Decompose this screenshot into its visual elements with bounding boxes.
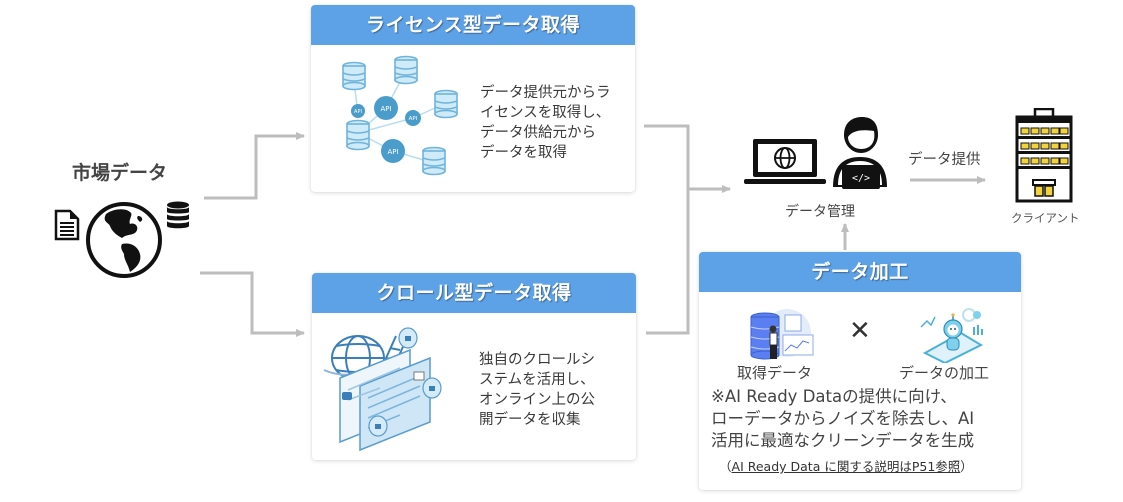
- api-network-illustration: API API API API: [342, 55, 458, 176]
- code-glyph: </>: [852, 173, 870, 184]
- api-label: API: [387, 148, 398, 156]
- note-line: 活用に最適なクリーンデータを生成: [711, 431, 975, 450]
- description-line: データ供給元から: [480, 125, 596, 141]
- reference-note: （AI Ready Data に関する説明はP51参照）: [719, 456, 973, 475]
- ai-ready-data-reference-link[interactable]: AI Ready Data に関する説明はP51参照: [731, 459, 961, 474]
- processing-note: ※AI Ready Dataの提供に向け、 ローデータからノイズを除去し、AI …: [711, 386, 974, 452]
- database-icon: [167, 201, 189, 229]
- source-title: 市場データ: [72, 162, 168, 184]
- reference-paren-close: ）: [960, 459, 973, 474]
- reference-paren-open: （: [719, 459, 732, 474]
- description-line: 開データを収集: [479, 412, 581, 428]
- note-line: ※AI Ready Dataの提供に向け、: [711, 387, 957, 406]
- connector-license-out: [644, 124, 690, 335]
- crawl-card-title: クロール型データ取得: [312, 273, 636, 313]
- management-label: データ管理: [785, 204, 855, 220]
- document-icon: [54, 209, 80, 241]
- description-line: 独自のクロールシ: [479, 352, 595, 368]
- provision-arrow-label: データ提供: [908, 152, 981, 168]
- developer-icon: </>: [833, 117, 887, 189]
- laptop-globe-icon: [744, 139, 826, 184]
- data-processing-ai-illustration: [920, 308, 984, 363]
- acquired-data-illustration: [750, 309, 814, 360]
- crawl-card-description: 独自のクロールシ ステムを活用し、 オンライン上の公 開データを収集: [479, 350, 595, 430]
- web-crawler-illustration: [323, 327, 442, 452]
- connector-source-to-license: [204, 132, 305, 200]
- client-label: クライアント: [1011, 211, 1080, 225]
- api-label: API: [380, 105, 391, 113]
- crawl-card: クロール型データ取得: [312, 273, 636, 460]
- license-card-description: データ提供元からラ イセンスを取得し、 データ供給元から データを取得: [480, 83, 611, 163]
- processing-card: データ加工 ✕ 取得データ データの加工 ※AI Ready Dataの提供に向…: [699, 252, 1021, 490]
- data-processing-label: データの加工: [899, 364, 990, 382]
- note-line: ローデータからノイズを除去し、AI: [711, 409, 975, 428]
- api-label: API: [354, 109, 362, 115]
- description-line: イセンスを取得し、: [480, 105, 611, 121]
- license-card: ライセンス型データ取得 API API API AP: [311, 5, 635, 192]
- acquired-data-label: 取得データ: [737, 364, 813, 382]
- description-line: データ提供元からラ: [480, 85, 611, 101]
- processing-card-title: データ加工: [699, 252, 1021, 292]
- database-node-icons: [342, 55, 458, 176]
- description-line: ステムを活用し、: [479, 372, 595, 388]
- connector-source-to-crawl: [200, 271, 305, 337]
- api-label: API: [409, 116, 418, 122]
- times-icon: ✕: [849, 316, 871, 346]
- description-line: データを取得: [480, 145, 567, 161]
- description-line: オンライン上の公: [479, 392, 595, 408]
- license-card-title: ライセンス型データ取得: [311, 5, 635, 45]
- client-building-icon: [1015, 108, 1073, 203]
- globe-icon: [86, 202, 162, 278]
